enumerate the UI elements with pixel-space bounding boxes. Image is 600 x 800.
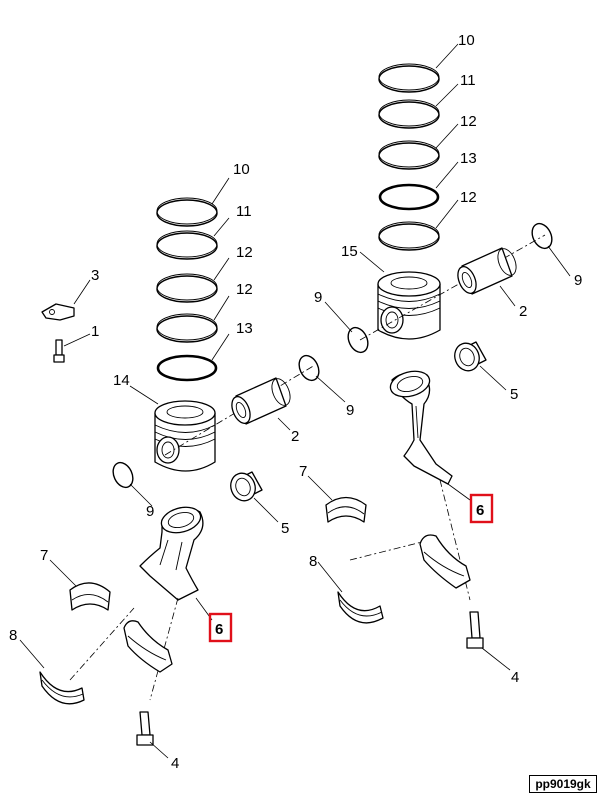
left-snap-ring-top (298, 354, 320, 382)
small-bolt (53, 339, 65, 363)
callout-left-ring-12a: 12 (236, 244, 253, 261)
callout-small-bolt: 1 (91, 323, 99, 340)
left-bearing-cap (69, 582, 111, 611)
callout-right-bolt: 4 (511, 669, 519, 686)
right-bearing-cap (325, 496, 367, 523)
callout-right-ring-12b: 12 (460, 189, 477, 206)
callout-right-bearing: 8 (309, 553, 317, 570)
callout-right-clip-left: 9 (314, 289, 322, 306)
right-snap-ring-left (347, 326, 369, 354)
left-cap-axis (69, 607, 135, 681)
callout-right-piston: 15 (341, 243, 358, 260)
left-piston (154, 400, 216, 472)
callout-left-cap: 7 (40, 547, 48, 564)
image-id-label: pp9019gk (529, 775, 597, 793)
callout-right-ring-11: 11 (460, 72, 476, 89)
callout-right-pin: 2 (519, 303, 527, 320)
right-ring-12b (378, 221, 440, 251)
callout-left-ring-11: 11 (236, 203, 252, 220)
left-rod-cap (123, 620, 173, 673)
callout-right-ring-13: 13 (460, 150, 477, 167)
callout-left-bearing: 8 (9, 627, 17, 644)
left-bushing (230, 471, 263, 502)
right-ring-11 (378, 99, 440, 129)
callout-right-bushing: 5 (510, 386, 518, 403)
left-bearing-shell (39, 671, 85, 705)
left-snap-ring-bottom (112, 461, 134, 489)
callout-right-rod: 6 (476, 502, 484, 519)
callout-left-bolt: 4 (171, 755, 179, 772)
left-ring-12b (156, 313, 218, 343)
callout-left-clip-top: 9 (346, 402, 354, 419)
left-connecting-rod (139, 506, 204, 601)
left-rod-bolt (136, 711, 154, 746)
callout-left-ring-12b: 12 (236, 281, 253, 298)
right-rod-highlight-box (469, 493, 494, 524)
right-ring-10 (378, 63, 440, 93)
right-cap-axis (349, 539, 431, 561)
callout-left-ring-13: 13 (236, 320, 253, 337)
left-ring-10 (156, 197, 218, 227)
right-rod-cap (419, 534, 471, 589)
right-pin-axis (359, 234, 546, 341)
callout-right-clip-right: 9 (574, 272, 582, 289)
right-piston-pin (457, 247, 517, 295)
callout-right-cap: 7 (299, 463, 307, 480)
left-ring-11 (156, 230, 218, 260)
callout-left-clip-bottom: 9 (146, 503, 154, 520)
right-snap-ring-right (531, 222, 553, 250)
left-ring-12a (156, 273, 218, 303)
small-bracket (41, 303, 75, 321)
callout-small-bracket: 3 (91, 267, 99, 284)
left-ring-13 (156, 354, 218, 382)
right-ring-12a (378, 140, 440, 170)
right-bushing (454, 341, 487, 372)
callout-right-ring-12a: 12 (460, 113, 477, 130)
right-rod-bolt (466, 611, 484, 649)
left-pin-axis (164, 364, 316, 456)
right-piston (377, 271, 441, 340)
right-rod-axis (439, 479, 471, 601)
callout-right-ring-10: 10 (458, 32, 475, 49)
right-bearing-shell (337, 591, 384, 624)
callout-left-rod: 6 (215, 621, 223, 638)
left-piston-pin (231, 377, 291, 425)
right-ring-13 (378, 183, 440, 211)
left-rod-axis (149, 597, 179, 701)
left-rod-highlight-box (208, 612, 233, 643)
callout-left-ring-10: 10 (233, 161, 250, 178)
leader-lines (19, 43, 571, 759)
right-connecting-rod (389, 370, 453, 485)
callout-left-pin: 2 (291, 428, 299, 445)
callout-left-piston: 14 (113, 372, 130, 389)
callout-left-bushing: 5 (281, 520, 289, 537)
